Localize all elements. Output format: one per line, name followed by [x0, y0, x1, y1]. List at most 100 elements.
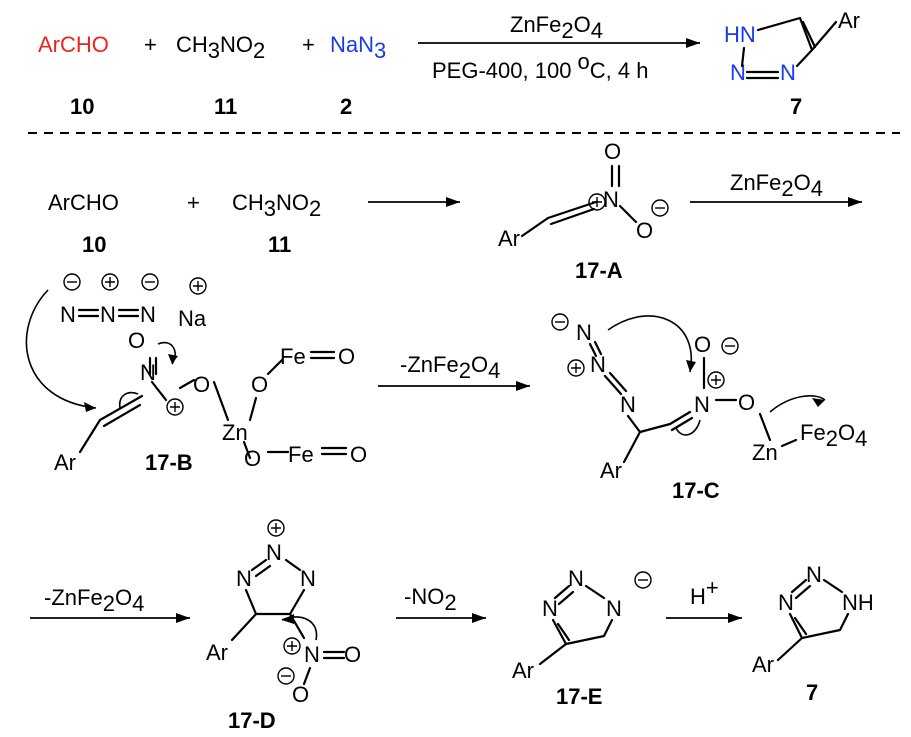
atom-n: N [590, 352, 606, 377]
atom-ar: Ar [54, 450, 76, 475]
plus-charge-icon [711, 375, 721, 385]
atom-na: Na [178, 306, 207, 331]
bond [302, 666, 312, 686]
atom-o: O [350, 442, 367, 467]
bond [758, 412, 772, 442]
conditions-label: PEG-400, 100 oC, 4 h [432, 49, 649, 83]
bond [740, 16, 814, 80]
atom-n: N [730, 60, 746, 85]
intermediate-17-c: N N N Ar N O O Zn Fe2O4 17- [551, 313, 867, 503]
overall-reaction: ArCHO + CH3NO2 + NaN3 ZnFe2O4 PEG-400, 1… [38, 8, 860, 119]
atom-o: O [128, 328, 145, 353]
bond [230, 588, 306, 642]
plus-sign: + [144, 32, 157, 57]
label-17-b: 17-B [145, 450, 193, 475]
intermediate-17-d: N N N Ar N O O 17-D [206, 519, 361, 733]
atom-n: N [603, 187, 619, 212]
plus-sign: + [302, 32, 315, 57]
atom-hn: HN [724, 22, 756, 47]
atom-n: N [542, 596, 558, 621]
product-triazole-7: HN N N Ar [724, 8, 860, 85]
reactant-archo: ArCHO [48, 190, 119, 215]
bond [801, 20, 817, 49]
arrow-head [848, 197, 862, 207]
step-2: N N N Na Ar N O O Zn O Fe O O Fe O [25, 273, 867, 503]
plus-charge-icon [283, 637, 301, 655]
bond [78, 350, 348, 460]
minus-charge-icon [277, 667, 295, 685]
plus-charge-icon [101, 273, 119, 291]
catalyst-label: ZnFe2O4 [510, 12, 603, 43]
atom-ar: Ar [498, 226, 520, 251]
sodium-azide: N N N Na [60, 273, 207, 331]
minus-charge-icon [721, 337, 739, 355]
bond [622, 410, 694, 464]
minus-charge-icon [63, 273, 81, 291]
arrow-label: -NO2 [404, 584, 457, 615]
atom-ar: Ar [600, 458, 622, 483]
atom-n: N [266, 540, 282, 565]
atom-n: N [236, 566, 252, 591]
atom-o: O [292, 682, 309, 707]
plus-charge-icon [170, 402, 180, 412]
arrow-head [472, 613, 486, 623]
plus-charge-icon [166, 398, 184, 416]
bond [780, 438, 798, 448]
minus-charge-icon [141, 273, 159, 291]
reactant-sodium-azide: NaN3 [330, 32, 386, 63]
atom-o: O [338, 344, 355, 369]
catalyst-label: ZnFe2O4 [730, 170, 823, 201]
atom-n: N [606, 596, 622, 621]
bond [322, 650, 346, 660]
bond [588, 340, 628, 396]
compound-number-11: 11 [214, 94, 237, 119]
atom-ar: Ar [752, 652, 774, 677]
label-7: 7 [806, 680, 818, 705]
minus-charge-icon [634, 571, 652, 589]
product-triazole-7: N N NH Ar 7 [752, 562, 874, 705]
atom-o: O [193, 372, 210, 397]
atom-ar: Ar [838, 8, 860, 33]
bond [250, 558, 302, 578]
plus-charge-icon [267, 519, 285, 537]
atom-o: O [636, 218, 653, 243]
atom-n: N [568, 566, 584, 591]
minus-charge-icon [651, 199, 669, 217]
curved-arrow-icon [118, 391, 139, 409]
compound-number-11: 11 [268, 232, 291, 257]
plus-charge-icon [571, 363, 581, 373]
atom-fe: Fe [280, 344, 306, 369]
atom-n: N [620, 392, 636, 417]
arrow-label: -ZnFe2O4 [400, 352, 500, 383]
step-1: ArCHO + CH3NO2 10 11 Ar N O O 17-A ZnFe2… [48, 139, 862, 283]
plus-charge-icon [189, 277, 207, 295]
atom-n: N [100, 302, 116, 327]
arrow-head [282, 614, 294, 624]
atom-o: O [251, 372, 268, 397]
arrow-head [168, 354, 178, 364]
minus-charge-icon [551, 313, 569, 331]
bond [810, 20, 838, 52]
plus-charge-icon [271, 523, 281, 533]
plus-charge-icon [567, 359, 585, 377]
arrow-head [446, 197, 460, 207]
plus-charge-icon [707, 371, 725, 389]
atom-o: O [738, 390, 755, 415]
step-3: -ZnFe2O4 N N N Ar N O O 17-D -NO2 [30, 519, 874, 733]
arrow-label: -ZnFe2O4 [44, 585, 144, 616]
atom-ar: Ar [512, 658, 534, 683]
compound-number-10: 10 [70, 94, 94, 119]
bond [538, 584, 614, 666]
curved-arrow-icon [675, 419, 701, 436]
bond [77, 308, 140, 318]
arrow-head [176, 613, 190, 623]
curved-arrow-icon [769, 394, 826, 413]
arrow-head [84, 402, 96, 412]
plus-charge-icon [193, 281, 203, 291]
intermediate-17-b: Ar N O O Zn O Fe O O Fe O 17-B [54, 328, 367, 475]
arrow-head [686, 38, 700, 48]
atom-o: O [694, 332, 711, 357]
arrow-head [686, 360, 696, 372]
plus-charge-icon [105, 277, 115, 287]
